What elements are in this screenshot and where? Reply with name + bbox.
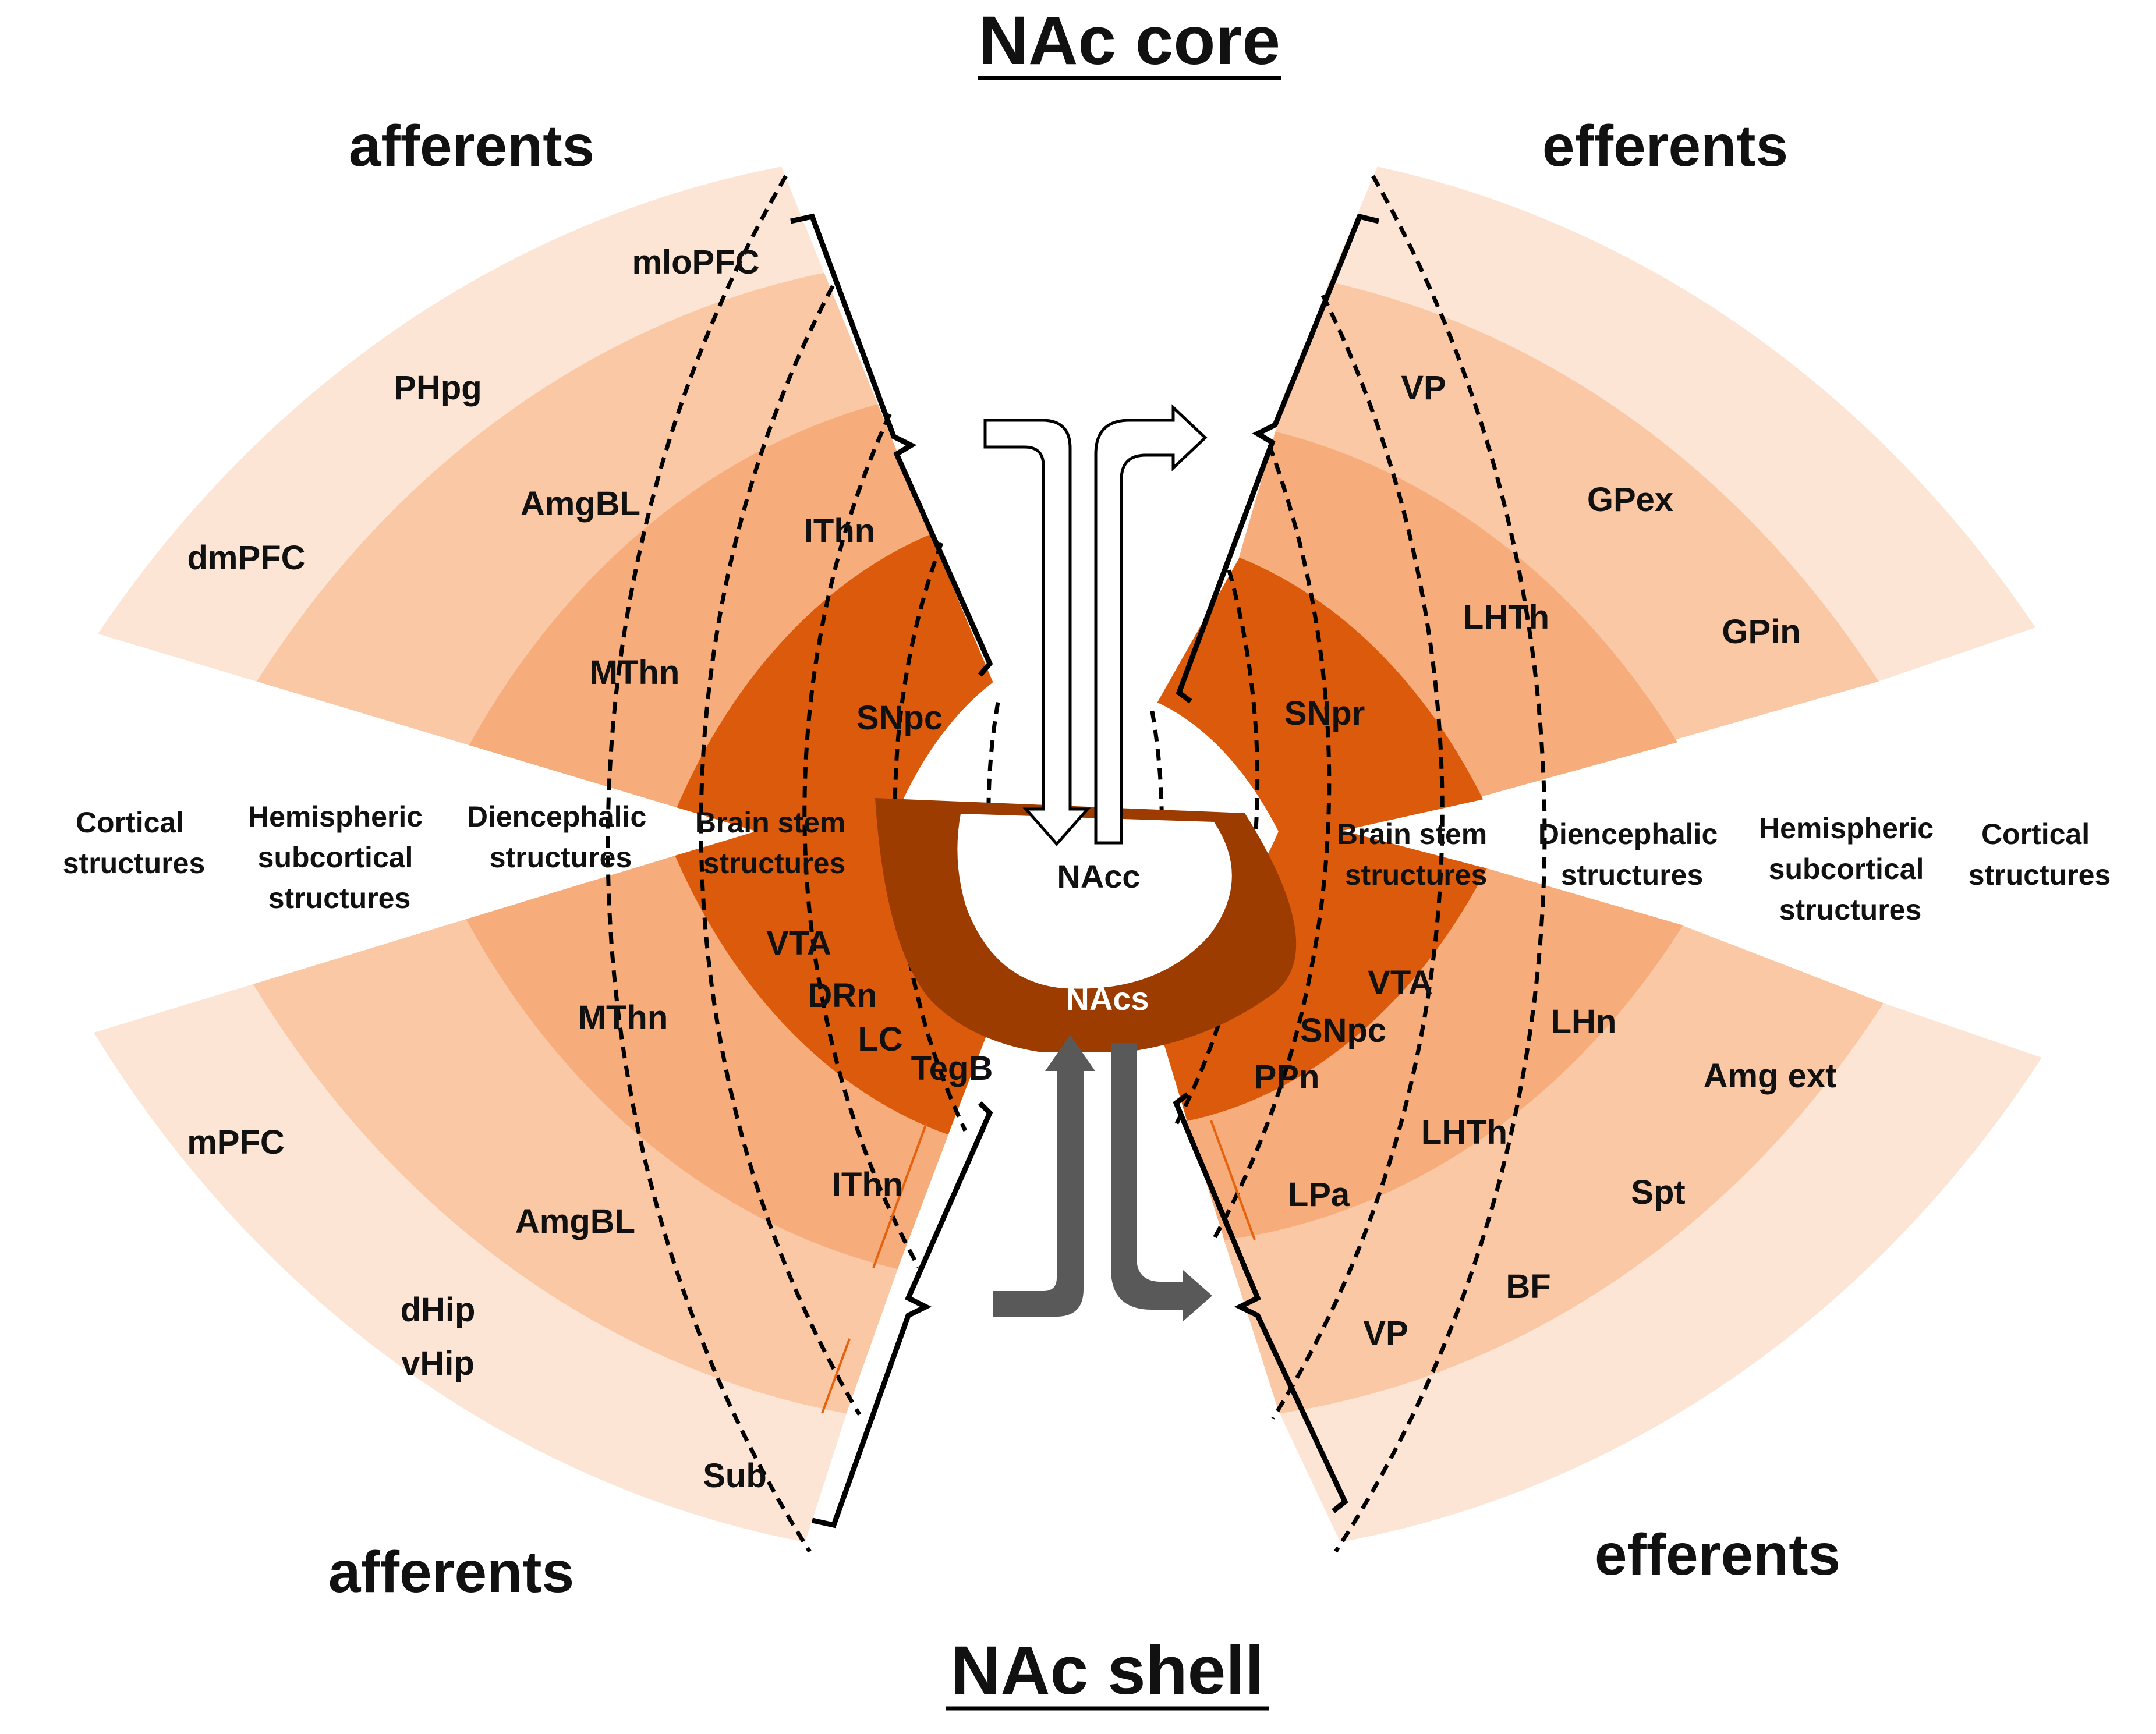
bracket-icon-shell-efferent (1173, 1092, 1348, 1513)
right-cortical-label: Cortical structures (1969, 818, 2111, 891)
right-ring-arc-4 (1174, 569, 1260, 1125)
core-efferent-cortical-ring (1327, 166, 2035, 683)
core-afferent-diencephalic-ring (469, 404, 933, 810)
shell-afferent-hemispheric-ring (253, 917, 900, 1414)
left-diencephalic-label: Diencephalic structures (467, 800, 654, 874)
region-label: PPn (1254, 1058, 1320, 1096)
region-label: AmgBL (515, 1203, 635, 1240)
afferents-top-heading: afferents (349, 114, 594, 179)
left-ring-arc-2 (699, 285, 862, 1416)
region-label: IThn (804, 512, 875, 550)
region-label: MThn (578, 999, 668, 1037)
core-efferent-brainstem-ring (1157, 557, 1484, 844)
left-cortical-label: Cortical structures (63, 806, 206, 880)
shell-outward-arrow (1111, 1043, 1212, 1321)
shell-afferent-diencephalic-ring (466, 854, 950, 1270)
region-label: DRn (808, 977, 877, 1015)
left-ring-arc-3 (802, 413, 921, 1268)
region-label: TegB (911, 1049, 993, 1087)
shell-efferent-diencephalic-ring (1185, 867, 1683, 1240)
right-hemispheric-label: Hemispheric subcortical structures (1759, 812, 1942, 926)
nacs-label: NAcs (1065, 980, 1149, 1017)
region-label: Sub (703, 1457, 767, 1495)
core-efferent-regions: VP GPex LHTh GPin SNpr (1284, 369, 1801, 732)
core-efferent-diencephalic-ring (1237, 431, 1677, 798)
region-label: SNpr (1284, 694, 1365, 732)
region-label: SNpc (856, 699, 943, 737)
region-label: mloPFC (632, 243, 759, 281)
region-label: Spt (1631, 1173, 1685, 1211)
region-label: vHip (401, 1345, 475, 1382)
region-label: IThn (832, 1166, 903, 1204)
brackets (790, 213, 1380, 1529)
region-label: VTA (1368, 964, 1433, 1002)
nac-shell-title: NAc shell (951, 1632, 1264, 1709)
shell-afferent-cortical-ring (94, 983, 848, 1542)
left-hemispheric-label: Hemispheric subcortical structures (248, 800, 431, 914)
nac-core-body (957, 814, 1232, 989)
efferents-bottom-heading: efferents (1595, 1522, 1840, 1587)
edge-left-lower-2 (821, 1338, 851, 1414)
region-label: LHn (1551, 1003, 1617, 1041)
region-label: AmgBL (521, 485, 640, 523)
core-flow-arrows-icon (983, 404, 1208, 846)
core-afferent-brainstem-ring (677, 534, 993, 868)
edge-right-lower-1 (1210, 1120, 1256, 1240)
shell-efferent-cortical-ring (1277, 1001, 2042, 1542)
shell-afferent-brainstem-ring (675, 795, 1000, 1135)
region-label: LHTh (1463, 598, 1549, 636)
region-label: LHTh (1421, 1114, 1507, 1151)
core-afferent-cortical-ring (98, 166, 826, 683)
shell-efferent-regions: VTA SNpc PPn LHn Amg ext LHTh LPa Spt BF… (1254, 964, 1837, 1352)
efferents-top-heading: efferents (1542, 114, 1788, 179)
core-efferent-hemispheric-ring (1273, 282, 1879, 741)
nac-center (875, 798, 1297, 1052)
bracket-icon-shell-afferent (812, 1101, 993, 1529)
core-outward-arrow (1094, 404, 1208, 845)
right-ring-arc-2 (1271, 294, 1445, 1420)
region-label: LC (858, 1020, 902, 1058)
region-label: dmPFC (187, 539, 306, 577)
core-afferent-regions: mloPFC PHpg dmPFC AmgBL IThn MThn SNpc (187, 243, 943, 737)
right-ring-arc-3 (1212, 444, 1332, 1240)
region-label: mPFC (187, 1123, 285, 1161)
right-fan (1135, 166, 2042, 1553)
region-label: GPin (1722, 613, 1800, 651)
region-label: SNpc (1300, 1012, 1386, 1049)
core-afferent-hemispheric-ring (256, 272, 880, 747)
shell-afferent-regions: VTA DRn LC TegB MThn IThn mPFC AmgBL dHi… (187, 924, 993, 1495)
orange-sector-edges (821, 1120, 1256, 1414)
edge-left-lower-1 (872, 1123, 927, 1268)
afferents-bottom-heading: afferents (328, 1540, 574, 1605)
core-inward-arrow (983, 419, 1091, 846)
nacc-label: NAcc (1057, 858, 1140, 895)
region-label: BF (1506, 1268, 1550, 1306)
region-label: VTA (766, 924, 831, 962)
region-label: VP (1363, 1314, 1408, 1352)
region-label: LPa (1288, 1176, 1350, 1214)
shell-inward-arrow (993, 1035, 1095, 1317)
shell-efferent-hemispheric-ring (1223, 923, 1884, 1414)
shell-flow-arrows-icon (993, 1035, 1212, 1321)
structure-labels-left: Cortical structures Hemispheric subcorti… (63, 800, 854, 914)
left-fan (94, 166, 1013, 1553)
region-label: dHip (401, 1291, 476, 1329)
bracket-icon-core-afferent (790, 213, 993, 677)
region-label: Amg ext (1704, 1057, 1837, 1095)
bracket-icon-core-efferent (1176, 213, 1380, 704)
right-brainstem-label: Brain stem structures (1337, 818, 1495, 891)
region-label: MThn (590, 654, 680, 692)
right-diencephalic-label: Diencephalic structures (1538, 818, 1726, 891)
region-label: GPex (1587, 481, 1673, 519)
structure-labels-right: Brain stem structures Diencephalic struc… (1337, 812, 2111, 926)
shell-efferent-brainstem-ring (1146, 815, 1487, 1121)
region-label: PHpg (394, 369, 482, 407)
left-brainstem-label: Brain stem structures (695, 806, 854, 880)
region-label: VP (1401, 369, 1446, 407)
nac-core-title: NAc core (979, 2, 1280, 79)
